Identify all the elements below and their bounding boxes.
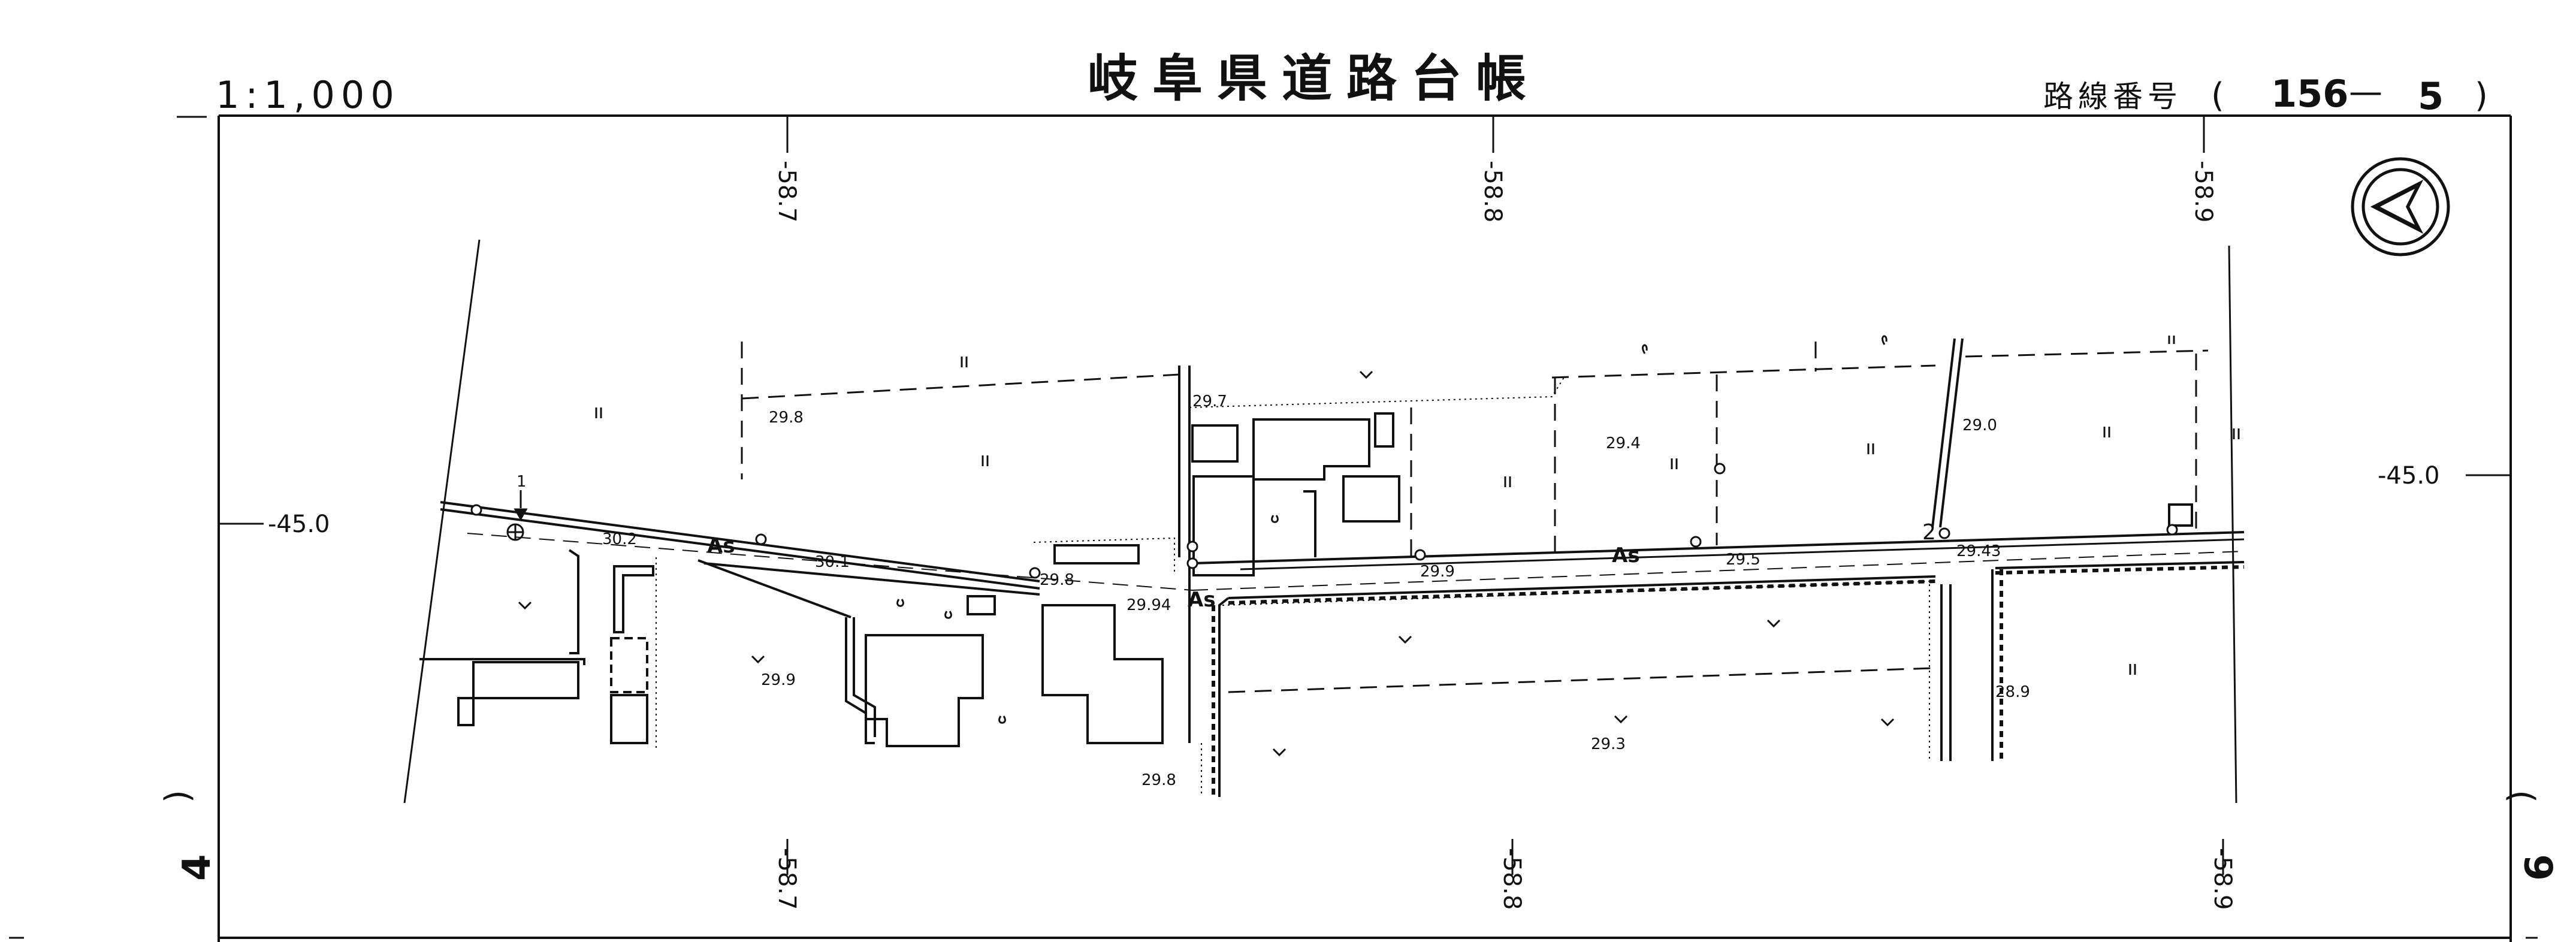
adjacent-left-paren: ) xyxy=(158,790,197,803)
outer-ticks xyxy=(9,116,2538,939)
side-roads xyxy=(403,239,2237,804)
route-open-paren: ( xyxy=(2211,76,2224,115)
elevation-label: 29.43 xyxy=(1956,542,2001,560)
route-close-paren: ) xyxy=(2475,76,2488,115)
elevation-label: 29.4 xyxy=(1606,434,1641,452)
benchmark-triangle-icon xyxy=(506,490,528,541)
parcel-boundaries xyxy=(741,342,2209,693)
north-arrow-icon xyxy=(2351,157,2450,256)
grid-y-right: -45.0 xyxy=(2378,462,2440,490)
route-dash: — xyxy=(2349,73,2382,111)
route-label: 路線番号 xyxy=(2043,79,2182,114)
elevation-label: 29.7 xyxy=(1192,393,1227,410)
pavement-label: As xyxy=(1612,544,1640,567)
route-sheet-number: 5 xyxy=(2418,74,2444,118)
adjacent-right-paren: ) xyxy=(2501,790,2540,803)
km-post: 2 xyxy=(1922,520,1936,545)
route-number: 156 xyxy=(2271,72,2348,116)
grid-x-top-1: -58.7 xyxy=(773,161,801,223)
survey-point-icon xyxy=(470,463,2178,579)
map-frame xyxy=(218,114,2512,942)
buildings xyxy=(419,412,2193,747)
elevation-label: 29.9 xyxy=(1420,563,1455,581)
elevation-label: 29.5 xyxy=(1726,551,1760,569)
grid-x-top-3: -58.9 xyxy=(2190,161,2217,223)
elevation-label: 29.8 xyxy=(769,409,804,427)
elevation-label: 29.8 xyxy=(1040,571,1074,589)
grid-y-left: -45.0 xyxy=(268,511,330,538)
grid-x-bottom-2: -58.8 xyxy=(1498,848,1526,910)
elevation-label: 29.94 xyxy=(1127,596,1171,614)
parcel-dotted xyxy=(656,377,1930,797)
grid-x-bottom-3: -58.9 xyxy=(2209,848,2236,910)
bench-mark-number: 1 xyxy=(517,473,527,491)
field-symbols xyxy=(518,335,2240,757)
map-title: 岐阜県道路台帳 xyxy=(1088,49,1541,108)
pavement-label: As xyxy=(1188,588,1216,612)
elevation-label: 29.8 xyxy=(1141,771,1176,789)
road-centre xyxy=(440,501,2245,605)
grid-x-bottom-1: -58.7 xyxy=(773,848,801,910)
elevation-label: 28.9 xyxy=(1995,683,2030,701)
map-scale: 1:1,000 xyxy=(216,73,400,117)
grid-x-top-2: -58.8 xyxy=(1479,161,1506,223)
pavement-label: As xyxy=(707,534,735,558)
elevation-label: 29.0 xyxy=(1962,416,1997,434)
elevation-label: 29.9 xyxy=(761,671,796,689)
grid-ticks xyxy=(219,116,2511,875)
elevation-label: 30.1 xyxy=(815,553,850,571)
adjacent-left-number: 4 xyxy=(175,854,219,881)
elevation-label: 29.3 xyxy=(1591,735,1626,753)
elevation-label: 30.2 xyxy=(602,530,637,548)
adjacent-right-number: 6 xyxy=(2518,854,2562,881)
